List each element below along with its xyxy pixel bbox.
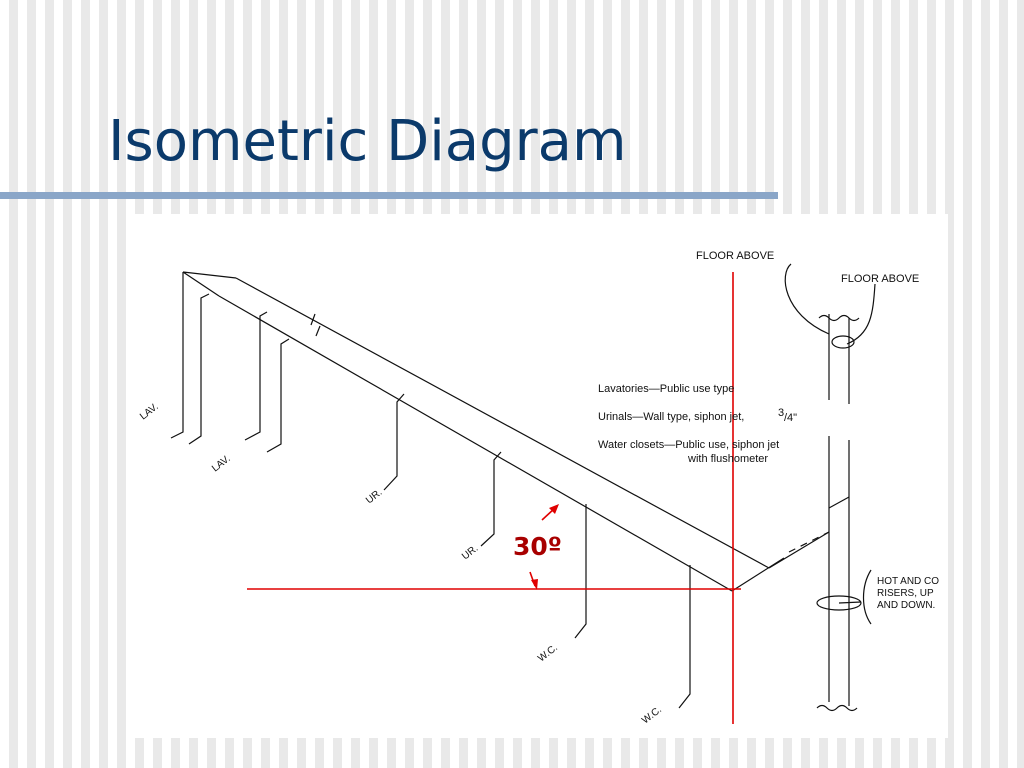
legend-water-closets-cont: with flushometer: [687, 453, 768, 465]
isometric-diagram-svg: FLOOR ABOVE FLOOR ABOVE Lavatories—Publi…: [138, 250, 939, 726]
return-pipe-upper: [768, 531, 830, 569]
main-pipe-lower: [218, 295, 733, 592]
pipe-end-cap: [170, 271, 237, 439]
fixture-label-lav-2: LAV.: [210, 453, 233, 474]
ur-drop-2: [480, 451, 502, 547]
fixture-label-wc-2: W.C.: [640, 704, 664, 726]
riser-tee: [828, 496, 850, 509]
main-pipe-upper: [235, 277, 770, 569]
risers-label-line-2: RISERS, UP: [877, 588, 934, 599]
legend-water-closets: Water closets—Public use, siphon jet: [598, 439, 779, 451]
angle-label: 30º: [513, 532, 562, 561]
risers-label-line-1: HOT AND CO: [877, 576, 939, 587]
leader-loop-top: [831, 335, 855, 349]
legend-lavatories: Lavatories—Public use type: [598, 383, 734, 395]
floor-above-leader-left: [784, 263, 830, 335]
fixture-label-wc-1: W.C.: [536, 642, 560, 664]
floor-above-leader-right: [846, 283, 876, 345]
fixture-label-ur-2: UR.: [460, 543, 480, 562]
slide-title: Isometric Diagram: [108, 109, 627, 174]
angle-arrowhead-lower: [531, 579, 538, 590]
wc-drop-2: [678, 565, 691, 709]
fixture-label-ur-1: UR.: [364, 487, 384, 506]
fixture-label-lav-1: LAV.: [138, 401, 161, 422]
legend-urinals: Urinals—Wall type, siphon jet,: [598, 411, 744, 423]
pipe-tick-2: [315, 325, 321, 337]
legend-urinals-size-numerator: 3: [778, 407, 784, 419]
return-pipe-lower: [731, 557, 785, 592]
riser-break-top: [818, 314, 860, 322]
lav-drop-1: [188, 293, 210, 445]
pipe-tick-1: [310, 313, 316, 326]
legend-urinals-size-denominator: /4": [784, 412, 797, 424]
isometric-drawing: FLOOR ABOVE FLOOR ABOVE Lavatories—Publi…: [129, 214, 948, 738]
floor-above-label-right: FLOOR ABOVE: [841, 273, 919, 285]
lav-drop-2: [244, 311, 268, 441]
leader-loop-risers: [816, 595, 862, 611]
ur-drop-1: [383, 393, 405, 491]
risers-bracket: [838, 569, 872, 625]
lav-drop-3: [266, 338, 290, 453]
riser-break-bottom: [816, 704, 858, 712]
risers-label-line-3: AND DOWN.: [877, 600, 935, 611]
title-divider: [0, 192, 778, 199]
angle-arrowhead-upper: [549, 504, 559, 514]
floor-above-label-left: FLOOR ABOVE: [696, 250, 774, 262]
wc-drop-1: [574, 504, 587, 639]
